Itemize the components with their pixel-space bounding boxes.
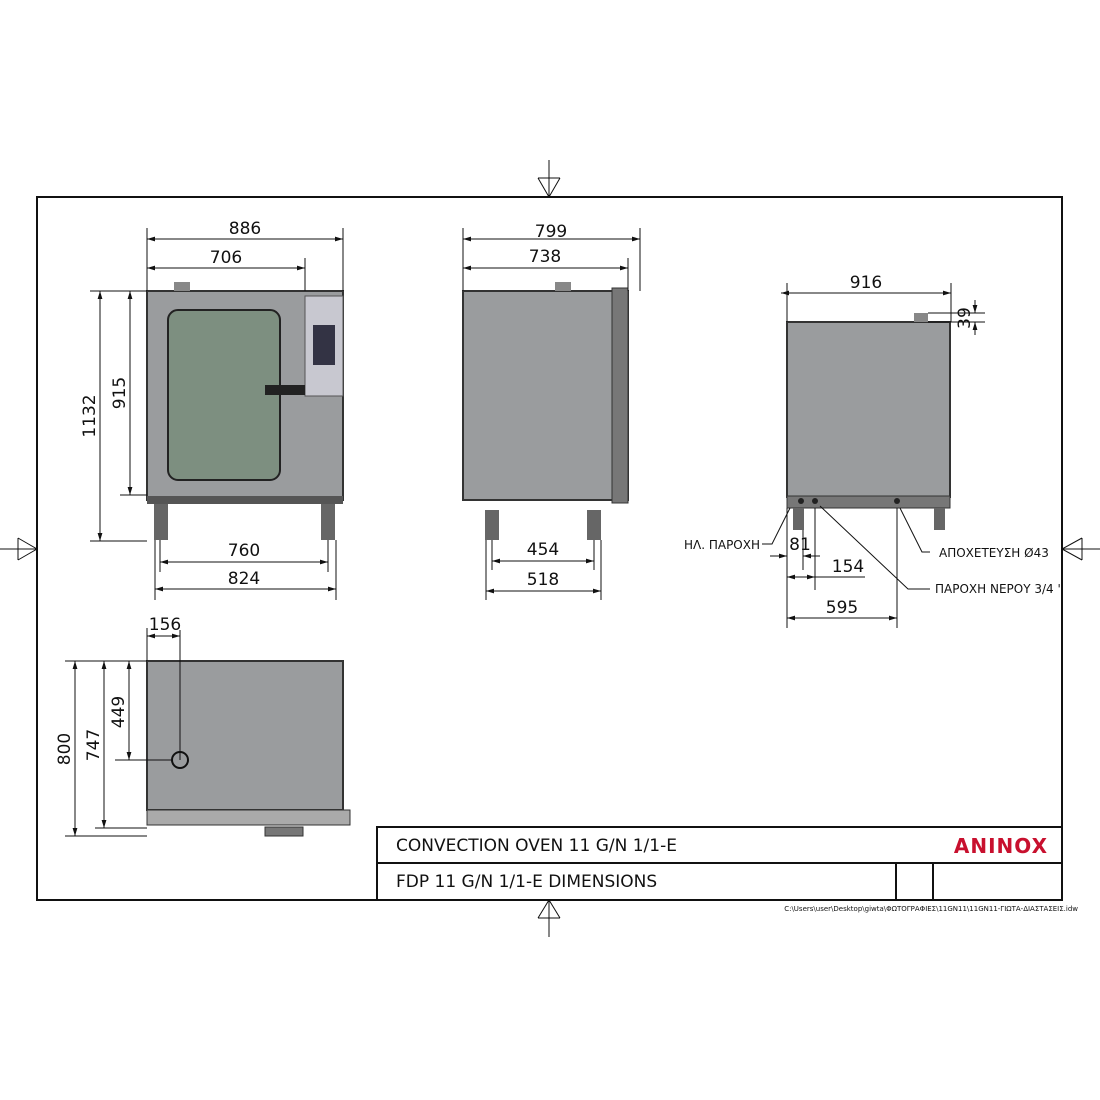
center-mark-left xyxy=(0,537,38,561)
label-water-supply: ΠΑΡΟΧΗ ΝΕΡΟΥ 3/4 '' xyxy=(935,582,1064,596)
side-view: 799 738 454 518 xyxy=(462,222,641,600)
dim-water-offset: 154 xyxy=(832,557,864,577)
drawing-title: CONVECTION OVEN 11 G/N 1/1-E xyxy=(396,836,677,856)
center-mark-right xyxy=(1060,537,1100,561)
dim-chimney-height: 39 xyxy=(955,307,975,329)
dim-rear-width: 916 xyxy=(850,273,882,293)
dim-legs-outer: 824 xyxy=(228,569,260,589)
drawing-subtitle: FDP 11 G/N 1/1-E DIMENSIONS xyxy=(396,872,657,892)
dim-chimney-y: 449 xyxy=(109,696,129,728)
dim-width-door: 706 xyxy=(210,248,242,268)
label-electric-supply: ΗΛ. ΠΑΡΟΧΗ xyxy=(684,538,760,552)
label-drain: ΑΠΟΧΕΤΕΥΣΗ Ø43 xyxy=(939,546,1049,560)
front-view: 886 706 1132 915 760 824 xyxy=(80,219,344,600)
title-block: CONVECTION OVEN 11 G/N 1/1-E FDP 11 G/N … xyxy=(376,826,1078,913)
center-mark-bottom xyxy=(537,899,561,937)
rear-view: 916 39 81 154 595 ΗΛ. ΠΑΡΟΧΗ ΑΠΟΧΕΤΕΥΣΗ … xyxy=(684,273,1064,628)
dim-height-body: 915 xyxy=(110,377,130,409)
dim-depth-total: 799 xyxy=(535,222,567,242)
dim-drain-offset: 595 xyxy=(826,598,858,618)
file-path: C:\Users\user\Desktop\giwta\ΦΩΤΟΓΡΑΦΙΕΣ\… xyxy=(784,905,1078,913)
dim-side-legs-outer: 518 xyxy=(527,570,559,590)
dim-width-total: 886 xyxy=(229,219,261,239)
dim-depth-body: 738 xyxy=(529,247,561,267)
dim-chimney-x: 156 xyxy=(149,615,181,635)
dim-legs-inner: 760 xyxy=(228,541,260,561)
dim-side-legs-inner: 454 xyxy=(527,540,559,560)
dim-electric-offset: 81 xyxy=(789,535,811,555)
center-mark-top xyxy=(537,160,561,198)
dim-height-total: 1132 xyxy=(80,394,100,437)
dim-top-depth-total: 800 xyxy=(55,733,75,765)
top-view: 156 800 747 449 xyxy=(55,615,351,837)
dim-top-depth-body: 747 xyxy=(84,729,104,761)
aninox-logo: ANINOX xyxy=(954,834,1048,858)
